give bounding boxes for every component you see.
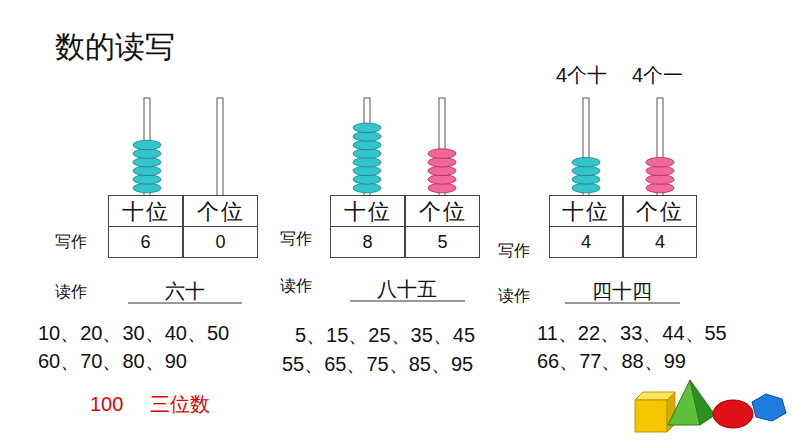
reading-text: 四十四 — [592, 280, 652, 302]
row-label: 读作 — [55, 283, 87, 301]
digit-cell: 6 — [108, 226, 183, 258]
place-header-cell: 个位 — [405, 195, 480, 229]
digit-cell: 4 — [549, 226, 623, 258]
cell-text: 4 — [655, 232, 665, 253]
reading-text: 八十五 — [377, 278, 437, 300]
cell-text: 十位 — [344, 197, 392, 227]
number-list: 55、65、75、85、95 — [282, 353, 473, 375]
number-list: 5、15、25、35、45 — [295, 324, 475, 346]
row-label: 读作 — [498, 287, 530, 305]
shape-blocks — [635, 380, 786, 432]
place-header-cell: 个位 — [183, 195, 258, 229]
row-label: 写作 — [55, 233, 87, 251]
number-list: 66、77、88、99 — [537, 350, 686, 372]
page-title: 数的读写 — [55, 30, 175, 63]
cell-text: 6 — [140, 232, 150, 253]
place-count: 4个一 — [632, 64, 683, 86]
cell-text: 个位 — [419, 197, 467, 227]
number-list: 10、20、30、40、50 — [38, 322, 229, 344]
digit-cell: 8 — [330, 226, 405, 258]
row-label: 写作 — [498, 242, 530, 260]
abacus-rods — [144, 98, 663, 196]
note-text: 100 — [90, 393, 123, 415]
row-label: 读作 — [280, 277, 312, 295]
digit-cell: 0 — [183, 226, 258, 258]
place-header-cell: 十位 — [108, 195, 183, 229]
place-count: 4个十 — [556, 64, 607, 86]
cell-text: 个位 — [636, 197, 684, 227]
cell-text: 0 — [215, 232, 225, 253]
place-header-cell: 十位 — [330, 195, 405, 229]
abacus-beads — [133, 123, 674, 193]
digit-cell: 4 — [623, 226, 697, 258]
place-header-cell: 十位 — [549, 195, 623, 229]
number-list: 60、70、80、90 — [38, 350, 187, 372]
note-text: 三位数 — [150, 393, 210, 415]
row-label: 写作 — [280, 230, 312, 248]
cell-text: 5 — [437, 232, 447, 253]
cell-text: 4 — [581, 232, 591, 253]
cell-text: 个位 — [197, 197, 245, 227]
cell-text: 8 — [362, 232, 372, 253]
place-header-cell: 个位 — [623, 195, 697, 229]
reading-text: 六十 — [165, 280, 205, 302]
number-list: 11、22、33、44、55 — [537, 322, 727, 344]
cell-text: 十位 — [562, 197, 610, 227]
digit-cell: 5 — [405, 226, 480, 258]
cell-text: 十位 — [122, 197, 170, 227]
